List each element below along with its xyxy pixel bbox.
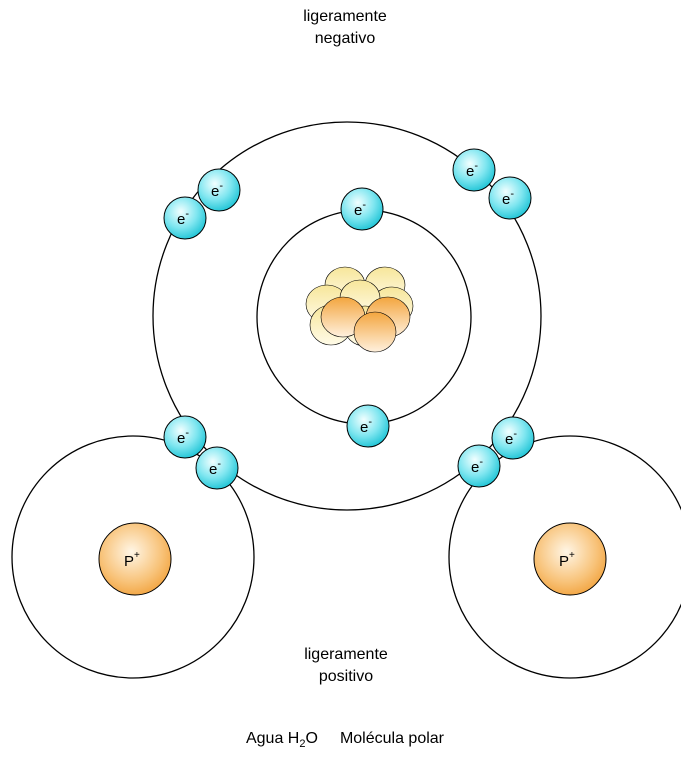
electron-symbol: e (471, 459, 479, 476)
electron: e- (163, 415, 207, 459)
electron-symbol: e (354, 202, 362, 219)
electron-charge: - (185, 427, 189, 439)
electron-charge: - (217, 458, 221, 470)
svg-text:P+: P+ (559, 550, 575, 570)
proton-left: P+ (98, 522, 172, 596)
svg-text:e-: e- (502, 188, 514, 208)
caption: Agua H2O Molécula polar (200, 730, 490, 750)
electron-charge: - (513, 428, 517, 440)
svg-text:e-: e- (471, 456, 483, 476)
electron-symbol: e (177, 430, 185, 447)
hydrogen-left-shell (11, 435, 255, 679)
electron: e- (452, 148, 496, 192)
bottom-label-line2: positivo (318, 668, 374, 685)
proton-charge: + (569, 550, 575, 561)
electron-symbol: e (466, 163, 474, 180)
top-label-line2: negativo (314, 30, 376, 47)
top-label: ligeramente negativo (245, 6, 445, 50)
electron: e- (340, 187, 384, 231)
svg-text:P+: P+ (124, 550, 140, 570)
nucleon (353, 311, 397, 353)
electron: e- (163, 196, 207, 240)
caption-polar: Molécula polar (339, 730, 444, 747)
electron: e- (457, 444, 501, 488)
hydrogen-right-shell (448, 435, 681, 679)
electron-symbol: e (360, 419, 368, 436)
svg-text:e-: e- (505, 428, 517, 448)
caption-oxygen: O (305, 730, 318, 747)
svg-text:e-: e- (209, 458, 221, 478)
electron-charge: - (219, 180, 223, 192)
electron-charge: - (185, 208, 189, 220)
electron-symbol: e (505, 431, 513, 448)
proton-symbol: P (124, 553, 134, 570)
svg-text:e-: e- (466, 160, 478, 180)
electron-symbol: e (177, 211, 185, 228)
electron: e- (195, 446, 239, 490)
oxygen-nucleus (305, 266, 414, 353)
svg-text:e-: e- (211, 180, 223, 200)
electron: e- (491, 416, 535, 460)
electron-charge: - (368, 416, 372, 428)
electron: e- (197, 168, 241, 212)
proton-charge: + (134, 550, 140, 561)
svg-text:e-: e- (177, 208, 189, 228)
electron-charge: - (474, 160, 478, 172)
electron-symbol: e (211, 183, 219, 200)
electron-symbol: e (209, 461, 217, 478)
top-label-line1: ligeramente (303, 8, 387, 25)
electron-charge: - (510, 188, 514, 200)
proton-right: P+ (533, 522, 607, 596)
electron-charge: - (362, 199, 366, 211)
svg-text:e-: e- (360, 416, 372, 436)
electron-symbol: e (502, 191, 510, 208)
electron: e- (488, 176, 532, 220)
bottom-label: ligeramente positivo (246, 644, 446, 688)
bottom-label-line1: ligeramente (304, 646, 388, 663)
svg-text:e-: e- (177, 427, 189, 447)
caption-agua: Agua H (245, 730, 300, 747)
proton-symbol: P (559, 553, 569, 570)
svg-text:e-: e- (354, 199, 366, 219)
caption-subscript: 2 (299, 738, 306, 751)
electron-charge: - (479, 456, 483, 468)
electron: e- (346, 404, 390, 448)
